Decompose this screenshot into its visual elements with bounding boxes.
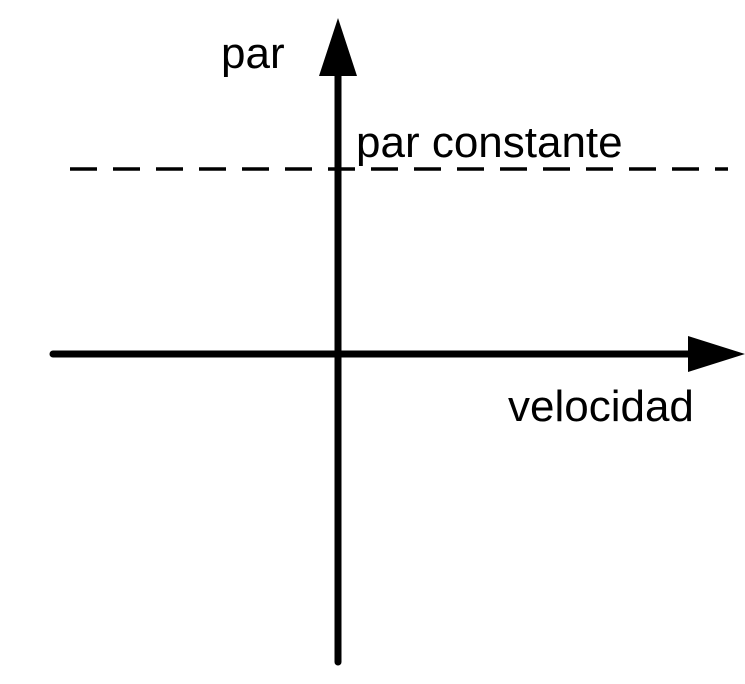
y-axis-label: par (221, 29, 285, 78)
constant-torque-label: par constante (356, 118, 623, 167)
x-axis-arrowhead (688, 336, 745, 372)
x-axis-label: velocidad (508, 382, 694, 431)
y-axis-arrowhead (319, 18, 357, 76)
